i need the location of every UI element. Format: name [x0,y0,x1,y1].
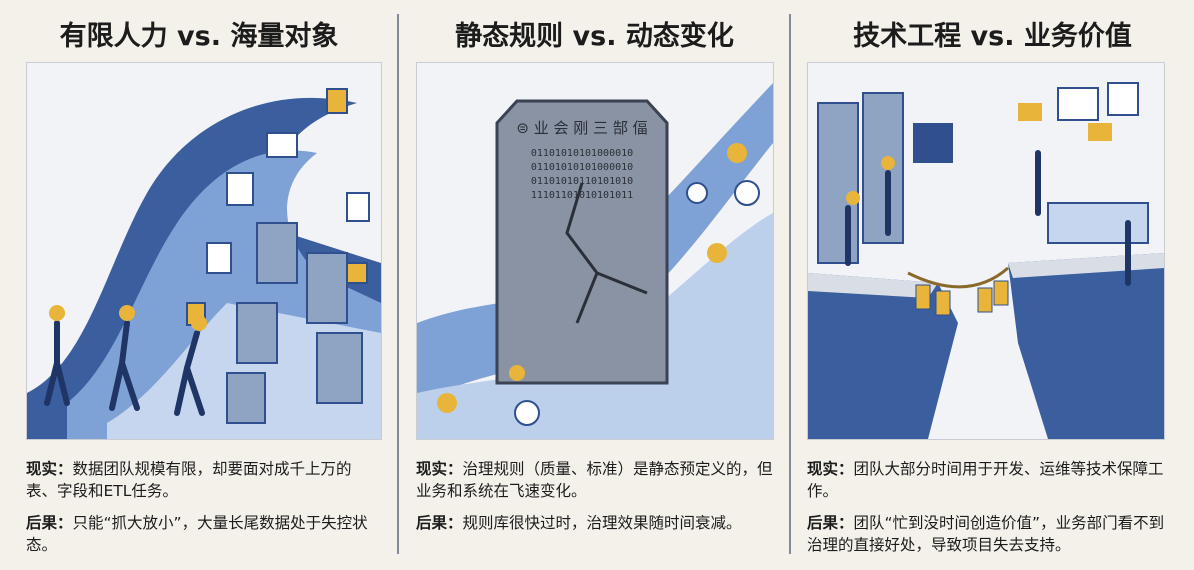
reality-paragraph: 现实：团队大部分时间用于开发、运维等技术保障工作。 [807,460,1164,500]
panel-title: 静态规则 vs. 动态变化 [455,21,734,52]
panel-description: 现实：数据团队规模有限，却要面对成千上万的表、字段和ETL任务。 后果：只能“抓… [26,458,378,566]
divider [789,14,791,554]
panel-title: 有限人力 vs. 海量对象 [59,21,339,52]
panel-tech-vs-business: 技术工程 vs. 业务价值 现实：团队大部分时间用于开发、运维等技术保障工作。 … [791,0,1194,570]
panel-description: 现实：治理规则（质量、标准）是静态预定义的，但业务和系统在飞速变化。 后果：规则… [416,458,776,544]
tablet-header: ⊜ 业 会 刚 三 郜 偪 [516,119,647,137]
reality-paragraph: 现实：治理规则（质量、标准）是静态预定义的，但业务和系统在飞速变化。 [416,460,773,500]
panel-description: 现实：团队大部分时间用于开发、运维等技术保障工作。 后果：团队“忙到没时间创造价… [807,458,1179,566]
illustration-data-wave [26,62,382,440]
consequence-paragraph: 后果：只能“抓大放小”，大量长尾数据处于失控状态。 [26,514,368,554]
illustration-cracked-tablet: ⊜ 业 会 刚 三 郜 偪 01101010101000010 01101010… [416,62,774,440]
consequence-paragraph: 后果：规则库很快过时，治理效果随时间衰减。 [416,514,742,532]
panel-title: 技术工程 vs. 业务价值 [853,21,1132,52]
divider [397,14,399,554]
illustration-broken-bridge [807,62,1165,440]
consequence-paragraph: 后果：团队“忙到没时间创造价值”，业务部门看不到治理的直接好处，导致项目失去支持… [807,514,1165,554]
tablet-binary-code: 01101010101000010 01101010101000010 0110… [530,148,634,201]
panel-static-rules: 静态规则 vs. 动态变化 ⊜ 业 会 刚 三 郜 偪 011010101010… [399,0,790,570]
panel-limited-staff: 有限人力 vs. 海量对象 [0,0,398,570]
reality-paragraph: 现实：数据团队规模有限，却要面对成千上万的表、字段和ETL任务。 [26,460,352,500]
